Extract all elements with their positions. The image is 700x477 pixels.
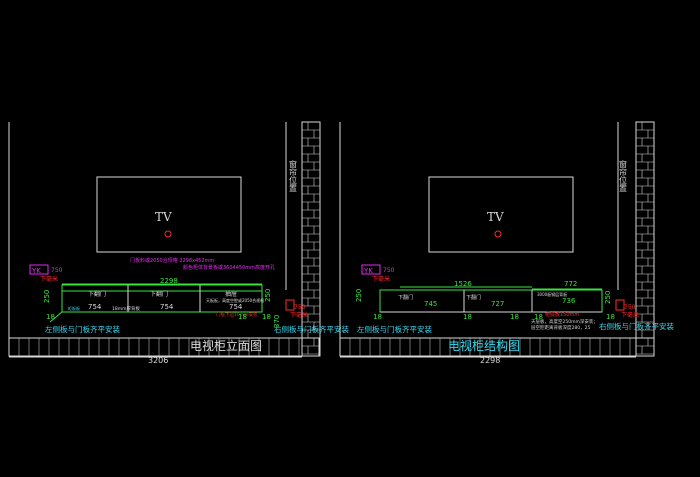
left-title: 电视柜立面图 [190, 338, 262, 353]
cabinet-width-value: 2298 [160, 277, 178, 285]
r-yk-box [361, 264, 381, 275]
r-red-corner-label: 750 [624, 304, 636, 311]
dim-18-a: 18 [46, 313, 55, 321]
cabinet-outline [61, 284, 263, 313]
r-dim-bottom-1: 745 [424, 300, 437, 308]
red-corner-label: 750 [294, 304, 306, 311]
left-elevation-panel: TV 窗帘位置 YK 750 下毫米 门板料或2050合规格 2298x452m… [8, 121, 349, 365]
r-red-corner-box [615, 299, 625, 311]
red-corner-box [285, 299, 295, 311]
r-note-line-1: 天层板，高度空250mm深安装； [531, 318, 598, 325]
r-dim-top-b: 772 [564, 280, 577, 288]
dim-bottom-2: 754 [160, 303, 174, 311]
total-width: 3206 [148, 356, 168, 365]
yk-label: YK [31, 267, 41, 275]
r-yk-sub: 下毫米 [372, 275, 390, 283]
right-title: 电视柜结构图 [448, 338, 520, 353]
r-side-dim-left: 250 [355, 289, 363, 302]
right-floor-hatch [339, 338, 631, 356]
r-tv-label: TV [487, 210, 504, 224]
r-dim-18-b: 18 [463, 313, 472, 321]
r-dim-bottom-3: 736 [562, 297, 576, 305]
yk-box [29, 264, 49, 275]
left-floor-hatch [8, 338, 300, 356]
r-dim-18-d: 18 [534, 313, 543, 321]
side-dim-left: 250 [43, 290, 51, 303]
note-top-red: 门板料或2050合规格 2298x452mm [130, 257, 214, 264]
r-side-dim-right: 250 [604, 291, 612, 304]
r-red-corner-sub: 下毫米 [621, 311, 639, 319]
cell-label-3: 抽屉 [225, 290, 237, 298]
brick-outline [301, 121, 321, 357]
tv-label: TV [155, 210, 172, 224]
r-tv-outline [428, 176, 574, 253]
r-dim-18-c: 18 [510, 313, 519, 321]
tv-center-marker [164, 230, 172, 238]
right-note: 右侧板与门板齐平安装 [274, 324, 349, 334]
r-yk-value: 750 [383, 267, 395, 274]
curtain-position-label: 窗帘位置 [289, 159, 298, 192]
r-dim-18-e: 18 [606, 313, 615, 321]
dim-18-c: 18 [262, 313, 271, 321]
left-note: 左侧板与门板齐平安装 [45, 324, 120, 334]
r-red-note: 柜底板150mm [545, 311, 579, 318]
mid-text: 18mm厚背板 [112, 305, 140, 312]
cell-sub-3: 天板板，高度空腔或2050合规格 [206, 297, 264, 303]
r-tv-center-marker [494, 230, 502, 238]
brick-outline [635, 121, 655, 357]
dim-bottom-1: 754 [88, 303, 102, 311]
r-total-width: 2298 [480, 356, 500, 365]
r-cell-label-2: 下翻门 [466, 294, 481, 301]
r-dim-bottom-2: 727 [491, 300, 504, 308]
r-dim-top-a: 1526 [454, 280, 472, 288]
dim-bottom-3: 754 [229, 303, 243, 311]
cell-label-2: 下翻门 [150, 290, 168, 298]
right-brick-column [635, 121, 655, 357]
red-note-bottom: 门板下边10mm安装 [216, 311, 258, 318]
r-cell-label-3: 3000板钢层背板 [537, 291, 567, 297]
r-right-note: 右侧板与门板齐平安装 [599, 321, 674, 331]
r-left-note: 左侧板与门板齐平安装 [357, 324, 432, 334]
r-dim-18-a: 18 [373, 313, 382, 321]
leader-left [49, 311, 63, 323]
dim-18-b: 18 [238, 313, 247, 321]
note-top-magenta: 颜色柜体背景板或3604450mm高度开孔 [183, 264, 275, 271]
side-dim-right: 250 [264, 289, 272, 302]
yk-value: 750 [51, 267, 63, 274]
side-dim-370: 370 [273, 315, 281, 328]
right-structure-panel: TV 窗帘位置 YK 750 下毫米 1526 772 下翻门 下翻门 3000… [339, 121, 674, 365]
r-cell-label-1: 下翻门 [398, 294, 413, 301]
yk-sub: 下毫米 [40, 275, 58, 283]
left-brick-column [301, 121, 321, 357]
tv-outline [96, 176, 242, 253]
red-corner-sub: 下毫米 [290, 311, 308, 319]
cell-label-1: 下翻门 [88, 290, 106, 298]
r-yk-label: YK [363, 267, 373, 275]
r-curtain-position-label: 窗帘位置 [619, 159, 628, 192]
r-note-line-2: 层空腔距离背板深度280，25 [531, 324, 590, 331]
small-label: 柜板板 [68, 305, 80, 311]
